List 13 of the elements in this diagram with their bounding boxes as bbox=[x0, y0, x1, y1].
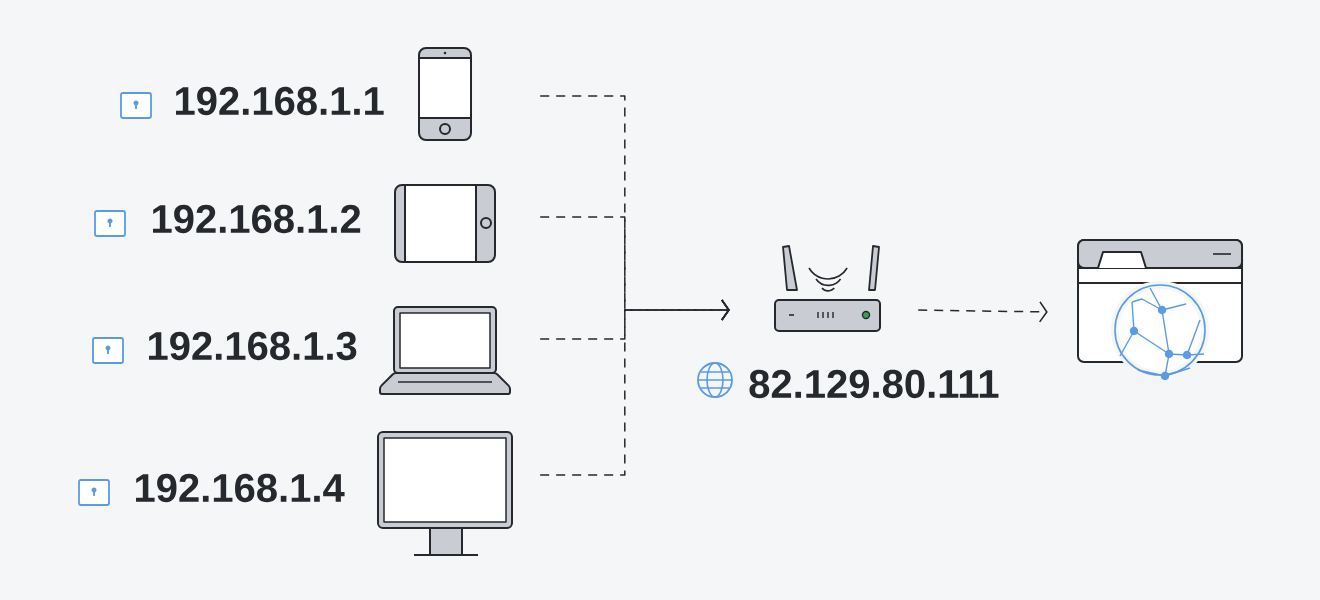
laptop-drawing bbox=[379, 306, 511, 395]
ip-address: 192.168.1.4 bbox=[136, 473, 345, 503]
ip-address: 192.168.1.1 bbox=[176, 86, 384, 116]
browser-window-drawing bbox=[1077, 239, 1243, 381]
phone-drawing bbox=[418, 47, 472, 141]
router-drawing bbox=[774, 245, 881, 332]
ip-address: 192.168.1.2 bbox=[153, 204, 361, 234]
tablet-drawing bbox=[394, 184, 496, 263]
ip-address: 82.129.80.111 bbox=[749, 369, 999, 399]
arrow bbox=[539, 299, 730, 476]
monitor-drawing bbox=[377, 431, 513, 556]
arrow bbox=[917, 301, 1048, 323]
ip-address: 192.168.1.3 bbox=[149, 331, 357, 361]
